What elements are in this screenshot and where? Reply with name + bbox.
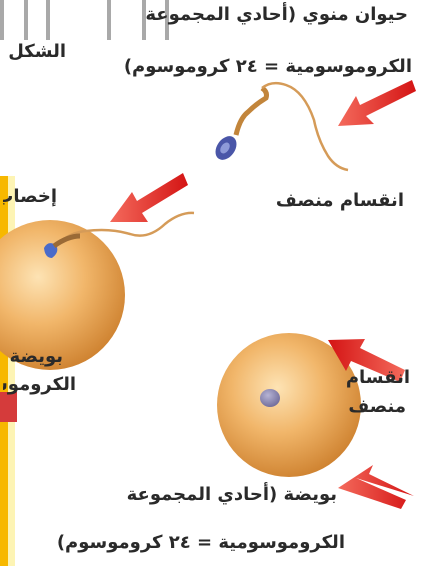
meiosis-egg-label-line2: منصف [348, 396, 406, 418]
egg-label-line2: الكروموسومية = ٢٤ كروموسوم) [57, 532, 345, 554]
meiosis-sperm-label: انقسام منصف [276, 190, 404, 212]
fertilized-egg-label-line2: الكروموسومية [3, 374, 76, 396]
sperm-label-line1: حيوان منوي (أحادي المجموعة [145, 4, 408, 26]
red-arrow-icon [338, 465, 414, 509]
fertilized-egg-label-line1: بويضة مخصبة [3, 346, 63, 368]
figure-title: الشكل ١ [0, 41, 66, 63]
red-arrow-icon [338, 80, 416, 126]
sperm-icon [211, 83, 348, 170]
meiosis-egg-label-line1: انقسام [346, 367, 410, 389]
egg-label-line1: بويضة (أحادي المجموعة [127, 484, 337, 506]
fertilization-label: إخصاب [3, 186, 57, 208]
sperm-label-line2: الكروموسومية = ٢٤ كروموسوم) [124, 56, 412, 78]
red-arrow-icon [110, 173, 188, 222]
